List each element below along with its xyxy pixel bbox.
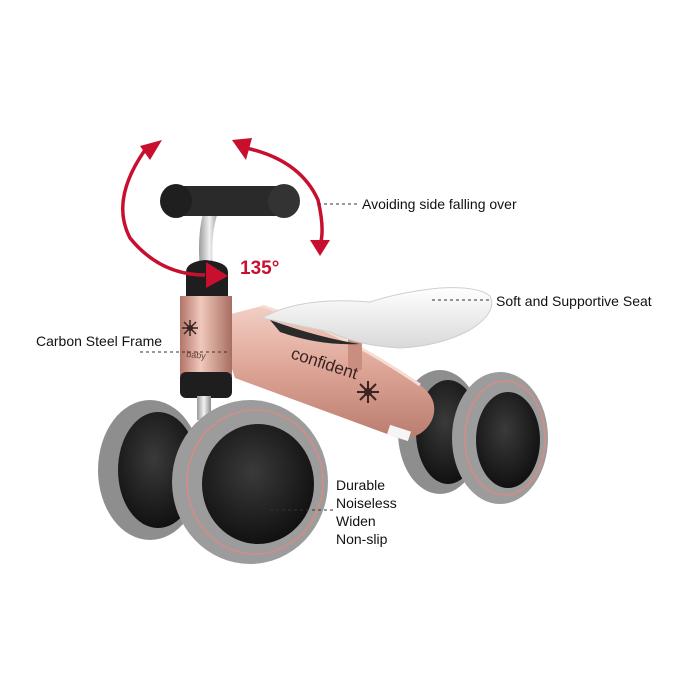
rotation-arrowheads xyxy=(140,138,330,288)
wheel-feature-durable: Durable xyxy=(336,477,386,493)
wheel-feature-nonslip: Non-slip xyxy=(336,531,388,547)
callout-seat: Soft and Supportive Seat xyxy=(496,293,652,309)
front-wheel-right xyxy=(452,372,548,504)
callout-frame: Carbon Steel Frame xyxy=(36,333,163,349)
leader-lines xyxy=(140,203,492,511)
spark-logo-icon xyxy=(182,320,198,336)
callout-wheel: Durable Noiseless Widen Non-slip xyxy=(336,476,397,548)
rotation-arrow-icon xyxy=(121,146,324,277)
handlebar xyxy=(160,184,300,218)
rotation-angle-label: 135° xyxy=(240,258,280,279)
wheel-feature-noiseless: Noiseless xyxy=(336,495,397,511)
wheel-feature-widen: Widen xyxy=(336,513,376,529)
callout-side-falling: Avoiding side falling over xyxy=(362,196,517,212)
steering-pole xyxy=(199,200,220,270)
svg-text:baby: baby xyxy=(186,349,207,361)
front-wheel xyxy=(172,400,328,564)
spark-logo-icon xyxy=(357,381,379,403)
seat xyxy=(260,287,493,349)
